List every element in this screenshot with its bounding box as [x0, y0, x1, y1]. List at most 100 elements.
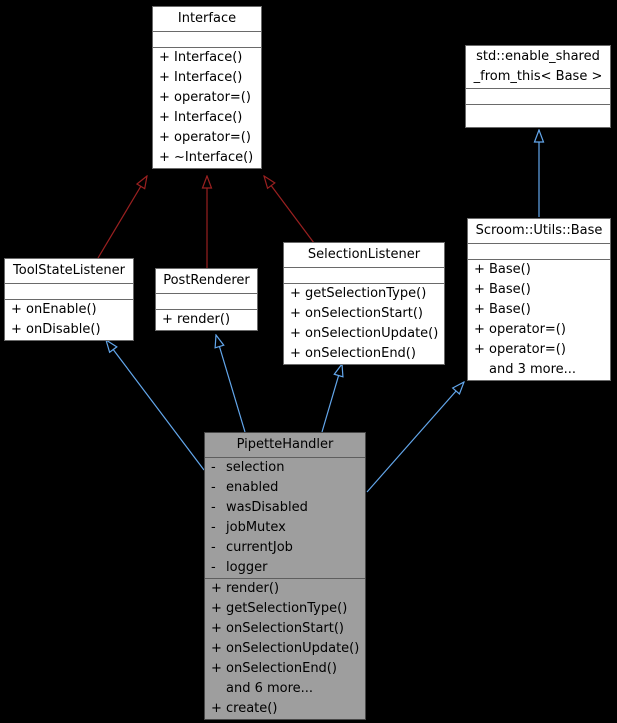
- class-title[interactable]: Scroom::Utils::Base: [468, 219, 610, 244]
- method-label: Base(): [489, 262, 531, 277]
- method-label: onSelectionEnd(): [226, 661, 337, 676]
- method-row: +onSelectionEnd(): [284, 344, 444, 364]
- class-box-selectionlistener[interactable]: SelectionListener +getSelectionType() +o…: [283, 242, 445, 365]
- visibility-prefix: +: [211, 601, 222, 616]
- field-row: -logger: [205, 558, 365, 578]
- method-label: create(): [226, 701, 278, 716]
- method-label: Interface(): [174, 110, 243, 125]
- visibility-prefix: +: [474, 342, 485, 357]
- more-members-row: and 6 more...: [205, 679, 365, 699]
- visibility-prefix: [211, 679, 226, 699]
- visibility-prefix: +: [159, 130, 170, 145]
- visibility-prefix: +: [159, 110, 170, 125]
- visibility-prefix: -: [211, 560, 216, 575]
- edge-toolstatelistener-to-interface: [97, 176, 147, 259]
- method-row: + onDisable(): [5, 320, 133, 340]
- method-row: + Base(): [468, 260, 610, 280]
- method-row: + render(): [205, 579, 365, 599]
- method-row: + operator=(): [153, 88, 261, 108]
- visibility-prefix: [474, 360, 489, 380]
- edge-pipettehandler-to-toolstatelistener: [106, 340, 205, 471]
- method-row: + onSelectionEnd(): [205, 659, 365, 679]
- class-title[interactable]: ToolStateListener: [5, 259, 133, 284]
- methods-section-empty: [466, 105, 610, 127]
- visibility-prefix: +: [211, 641, 222, 656]
- field-row: -selection: [205, 458, 365, 478]
- method-label: onDisable(): [26, 322, 101, 337]
- method-label: operator=(): [489, 342, 566, 357]
- method-label: operator=(): [174, 130, 251, 145]
- visibility-prefix: +: [474, 262, 485, 277]
- fields-section: -selection -enabled -wasDisabled -jobMut…: [205, 458, 365, 579]
- method-label: onSelectionStart(): [305, 306, 424, 321]
- class-title[interactable]: SelectionListener: [284, 243, 444, 268]
- method-row: + Base(): [468, 300, 610, 320]
- visibility-prefix: +: [159, 70, 170, 85]
- method-label: operator=(): [174, 90, 251, 105]
- visibility-prefix: +: [474, 302, 485, 317]
- method-row: +getSelectionType(): [284, 284, 444, 304]
- visibility-prefix: +: [11, 302, 22, 317]
- method-label: onEnable(): [26, 302, 97, 317]
- method-label: Base(): [489, 302, 531, 317]
- class-box-enable-shared-from-this[interactable]: std::enable_shared _from_this< Base >: [465, 45, 611, 128]
- method-label: render(): [177, 312, 231, 327]
- visibility-prefix: -: [211, 500, 216, 515]
- method-label: operator=(): [489, 322, 566, 337]
- class-box-scroom-utils-base[interactable]: Scroom::Utils::Base +Base() +Base() +Bas…: [467, 218, 611, 381]
- method-label: onSelectionStart(): [226, 621, 345, 636]
- method-row: + operator=(): [468, 340, 610, 360]
- methods-section: +Interface() +Interface() +operator=() +…: [153, 48, 261, 168]
- field-row: -jobMutex: [205, 518, 365, 538]
- class-box-toolstatelistener[interactable]: ToolStateListener + onEnable() + onDisable…: [4, 258, 134, 341]
- visibility-prefix: +: [474, 282, 485, 297]
- visibility-prefix: +: [162, 312, 173, 327]
- field-label: wasDisabled: [226, 500, 308, 515]
- edge-selectionlistener-to-interface: [264, 176, 315, 244]
- methods-section: + render(): [156, 310, 257, 330]
- method-label: onSelectionEnd(): [305, 346, 416, 361]
- method-row: + onSelectionStart(): [284, 304, 444, 324]
- visibility-prefix: +: [159, 50, 170, 65]
- method-row: + onSelectionStart(): [205, 619, 365, 639]
- edge-pipettehandler-to-scroomutilsbase: [366, 382, 464, 493]
- class-title[interactable]: Interface: [153, 7, 261, 32]
- fields-section-empty: [156, 294, 257, 310]
- methods-section: + onEnable() + onDisable(): [5, 300, 133, 340]
- fields-section-empty: [468, 244, 610, 260]
- methods-section: +getSelectionType() +onSelectionStart() …: [284, 284, 444, 364]
- class-box-interface[interactable]: Interface +Interface() +Interface() +ope…: [152, 6, 262, 169]
- visibility-prefix: +: [211, 661, 222, 676]
- method-row: +~Interface(): [153, 148, 261, 168]
- fields-section-empty: [153, 32, 261, 48]
- more-members-row: and 3 more...: [468, 360, 610, 380]
- method-label: Base(): [489, 282, 531, 297]
- visibility-prefix: +: [159, 90, 170, 105]
- method-label: and 6 more...: [226, 681, 314, 696]
- visibility-prefix: +: [211, 581, 222, 596]
- method-row: +onSelectionUpdate(): [284, 324, 444, 344]
- class-box-postrenderer[interactable]: PostRenderer + render(): [155, 268, 258, 331]
- visibility-prefix: -: [211, 540, 216, 555]
- visibility-prefix: -: [211, 480, 216, 495]
- method-row: +create(): [205, 699, 365, 719]
- class-title[interactable]: PipetteHandler: [205, 433, 365, 458]
- class-title[interactable]: std::enable_shared _from_this< Base >: [466, 46, 610, 89]
- methods-section: + Base() + Base() + Base() + operator=() + op…: [468, 260, 610, 380]
- field-row: -enabled: [205, 478, 365, 498]
- visibility-prefix: +: [290, 306, 301, 321]
- visibility-prefix: +: [211, 621, 222, 636]
- field-row: -currentJob: [205, 538, 365, 558]
- method-row: +Interface(): [153, 48, 261, 68]
- class-box-pipettehandler[interactable]: PipetteHandler -selection -enabled -wasD…: [204, 432, 366, 720]
- field-label: currentJob: [226, 540, 293, 555]
- method-label: getSelectionType(): [305, 286, 427, 301]
- method-label: render(): [226, 581, 280, 596]
- method-row: +Interface(): [153, 68, 261, 88]
- class-title[interactable]: PostRenderer: [156, 269, 257, 294]
- fields-section-empty: [284, 268, 444, 284]
- method-row: + operator=(): [153, 128, 261, 148]
- method-row: +getSelectionType(): [205, 599, 365, 619]
- visibility-prefix: +: [11, 322, 22, 337]
